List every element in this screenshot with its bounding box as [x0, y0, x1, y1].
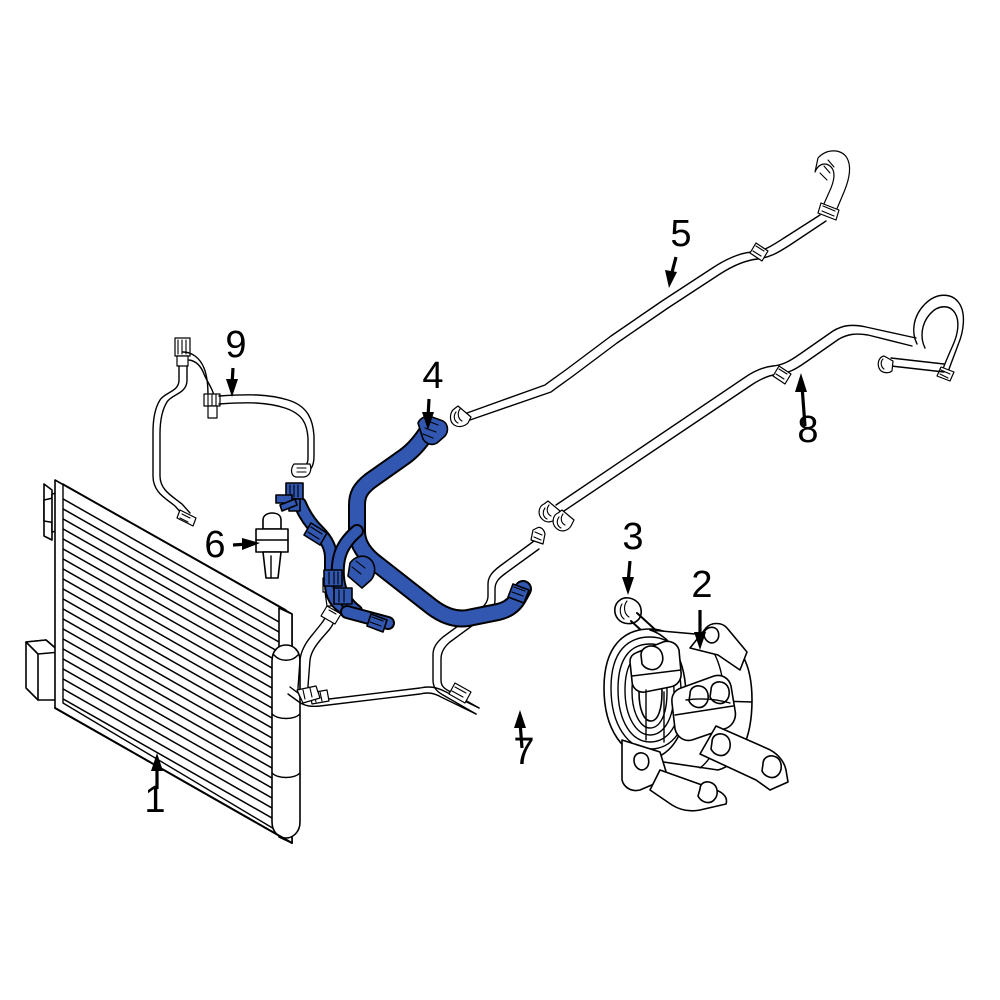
callout-8[interactable]: 8 [795, 373, 819, 451]
callout-6-arrow-head [242, 538, 260, 550]
callout-1-arrow-head [151, 753, 163, 771]
callout-3-arrow-head [622, 577, 634, 595]
hose-clamp-mid [323, 569, 343, 587]
condenser-inlet-line[interactable] [152, 337, 315, 527]
hose-clamp-lower [333, 587, 353, 605]
callout-9[interactable]: 9 [225, 324, 247, 397]
condenser-bottom-edge [54, 707, 293, 844]
callout-7-arrow-head [514, 710, 526, 728]
callout-2-label: 2 [691, 564, 712, 606]
callout-4-label: 4 [422, 355, 443, 397]
callout-5-arrow-head [665, 270, 677, 288]
callout-3-label: 3 [622, 516, 643, 558]
callout-1-label: 1 [144, 779, 165, 821]
pressure-switch[interactable] [255, 512, 289, 579]
callout-6[interactable]: 6 [204, 524, 260, 566]
callout-9-label: 9 [225, 324, 246, 366]
callout-7[interactable]: 7 [513, 710, 535, 773]
callout-7-label: 7 [513, 731, 534, 773]
callout-5[interactable]: 5 [665, 213, 692, 288]
upper-refrigerant-line[interactable] [449, 150, 851, 428]
callout-6-label: 6 [204, 524, 225, 566]
callout-9-arrow-head [226, 379, 238, 397]
blue-service-valve [275, 482, 304, 512]
callout-5-label: 5 [670, 213, 691, 255]
callout-2[interactable]: 2 [691, 564, 713, 650]
compressor-valve-block [671, 674, 737, 742]
receiver-drier [271, 644, 301, 839]
lower-refrigerant-line[interactable] [538, 294, 965, 523]
callout-2-arrow-head [694, 632, 706, 650]
callout-8-arrow-line [800, 385, 807, 427]
hose-clamp-bottom [366, 613, 388, 633]
condenser-assembly[interactable] [25, 479, 301, 854]
callout-8-label: 8 [797, 409, 818, 451]
callout-4[interactable]: 4 [422, 355, 444, 430]
callout-3[interactable]: 3 [622, 516, 644, 595]
callout-1[interactable]: 1 [144, 753, 166, 821]
blue-hose-assembly[interactable] [275, 415, 532, 633]
compressor-port-block [629, 640, 682, 693]
compressor-assembly[interactable] [603, 622, 789, 812]
callout-8-arrow-head [795, 373, 807, 392]
hose-clamp-upper [303, 522, 328, 546]
callout-4-arrow-head [422, 412, 434, 430]
